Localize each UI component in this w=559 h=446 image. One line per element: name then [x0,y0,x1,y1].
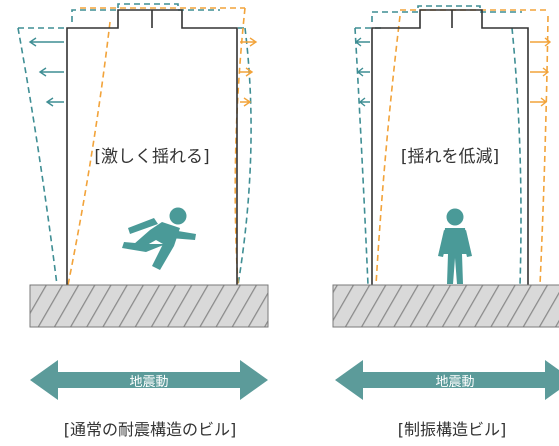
right-inner-label: [揺れを低減] [401,147,499,167]
right-seismic-arrow: 地震動 [335,360,559,400]
left-panel: [激しく揺れる] 地震動 [通常の耐震構造のビル] [17,3,269,439]
left-teal-sway [17,27,252,286]
right-caption: [制振構造ビル] [398,420,507,439]
right-building [371,9,529,285]
left-orange-arrows [240,37,258,107]
left-teal-arrows [28,37,64,107]
right-panel: [揺れを低減] 地震動 [制振構造ビル] [332,5,559,439]
left-ground [29,284,269,328]
left-inner-label: [激しく揺れる] [94,147,209,167]
left-seismic-arrow: 地震動 [30,360,268,400]
right-orange-arrows [530,37,552,107]
falling-person-icon [122,207,196,270]
left-building [66,9,238,285]
right-ground [332,284,559,328]
left-caption: [通常の耐震構造のビル] [64,420,237,439]
standing-person-icon [438,208,472,284]
right-teal-roof [371,5,522,22]
left-arrow-label: 地震動 [129,375,168,390]
right-arrow-label: 地震動 [435,375,474,390]
left-teal-roof [71,3,220,22]
right-teal-arrows [354,37,370,107]
